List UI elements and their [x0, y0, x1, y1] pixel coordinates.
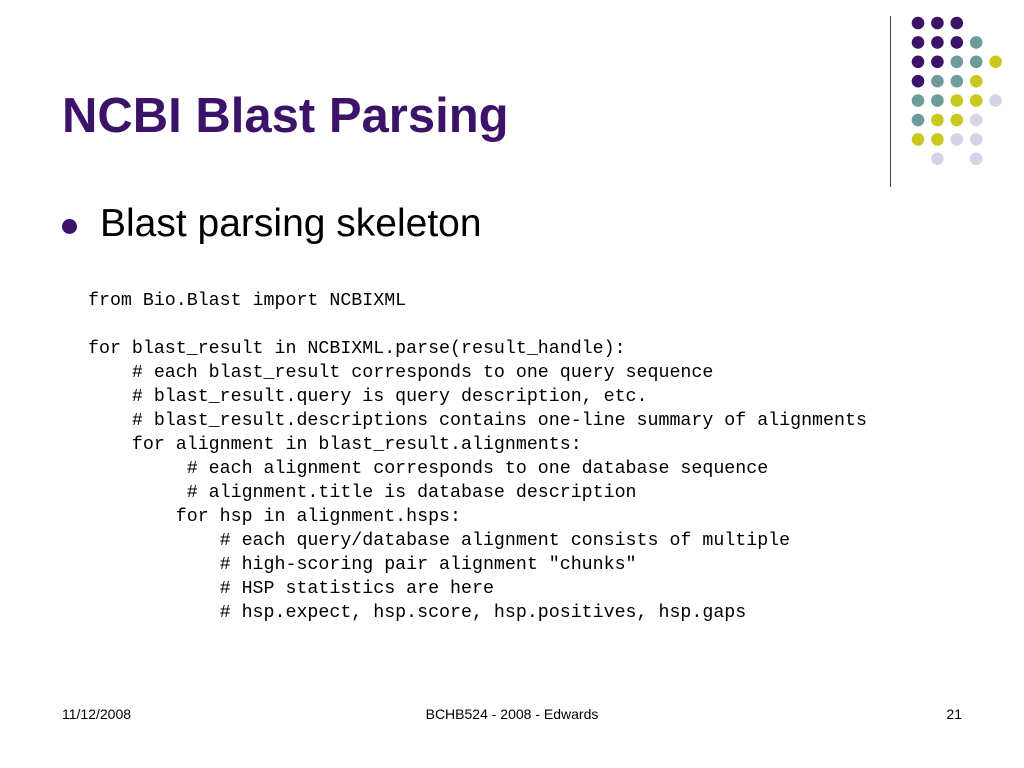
code-line: # high-scoring pair alignment "chunks" [88, 555, 637, 575]
decorative-dot [969, 113, 983, 127]
decorative-dot [950, 36, 964, 49]
code-line: # blast_result.descriptions contains one… [88, 411, 867, 431]
decorative-dot [989, 55, 1002, 69]
decorative-dot [969, 36, 983, 49]
decorative-dot [931, 74, 944, 88]
decorative-dot [931, 152, 944, 166]
decorative-dot [950, 16, 964, 30]
code-line: # blast_result.query is query descriptio… [88, 387, 648, 407]
decorative-dot [931, 113, 944, 127]
decorative-dot [911, 74, 925, 88]
code-line: # alignment.title is database descriptio… [88, 483, 637, 503]
decorative-dot [969, 55, 983, 69]
code-line: # HSP statistics are here [88, 579, 494, 599]
code-line: # each query/database alignment consists… [88, 531, 791, 551]
footer-date: 11/12/2008 [62, 706, 132, 722]
decorative-dot [911, 133, 925, 146]
decorative-dot [911, 94, 925, 107]
code-line: from Bio.Blast import NCBIXML [88, 291, 407, 311]
bullet-text: Blast parsing skeleton [100, 202, 482, 245]
decorative-dot [931, 16, 944, 30]
code-line: # hsp.expect, hsp.score, hsp.positives, … [88, 603, 747, 623]
decorative-dot [950, 113, 964, 127]
code-line: # each blast_result corresponds to one q… [88, 363, 714, 383]
decorative-dot [969, 152, 983, 166]
decorative-dot [931, 133, 944, 146]
decorative-dot [950, 133, 964, 146]
bullet-icon [62, 218, 77, 234]
decorative-dot [969, 133, 983, 146]
decorative-dot [931, 94, 944, 107]
decorative-dot [911, 113, 925, 127]
code-line: # each alignment corresponds to one data… [88, 459, 769, 479]
code-line: for blast_result in NCBIXML.parse(result… [88, 339, 626, 359]
slide-title: NCBI Blast Parsing [62, 89, 509, 143]
code-line: for hsp in alignment.hsps: [88, 507, 461, 527]
decorative-dot [989, 94, 1002, 107]
decorative-dot [969, 74, 983, 88]
bullet-item: Blast parsing skeleton [62, 202, 482, 246]
code-block: from Bio.Blast import NCBIXML for blast_… [88, 289, 867, 625]
decorative-dot [931, 55, 944, 69]
decorative-divider-line [890, 16, 891, 187]
decorative-dot [931, 36, 944, 49]
decorative-dot [911, 36, 925, 49]
decorative-dot [911, 55, 925, 69]
decorative-dot [950, 94, 964, 107]
decorative-dot-grid [911, 16, 1002, 166]
footer-center-text: BCHB524 - 2008 - Edwards [425, 706, 599, 722]
footer-page-number: 21 [946, 706, 962, 722]
code-line: for alignment in blast_result.alignments… [88, 435, 582, 455]
decorative-dot [911, 16, 925, 30]
decorative-dot [969, 94, 983, 107]
decorative-dot [950, 55, 964, 69]
decorative-dot [950, 74, 964, 88]
